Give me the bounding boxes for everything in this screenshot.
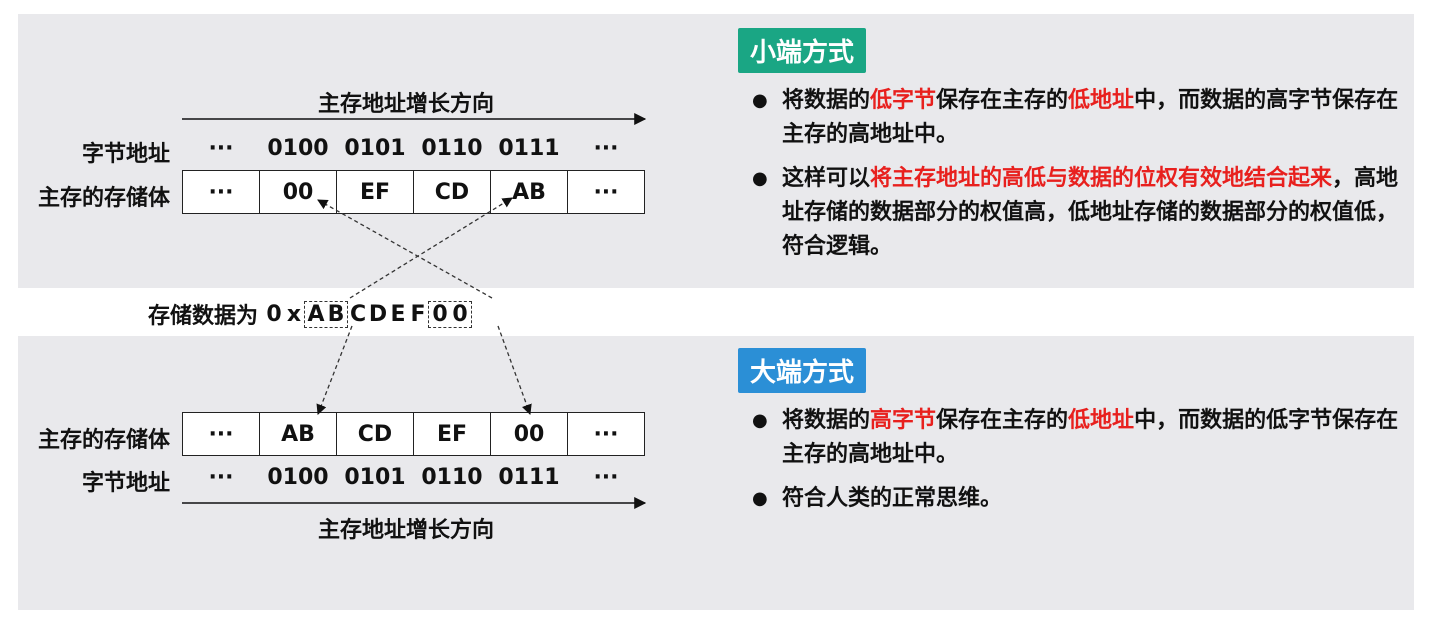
stored-data-line: 存储数据为 0 x A B C D E F 0 0 [148, 298, 473, 330]
text-span: ，高地址存储的数据部分的权值高，低地址存储的数据部分的权值低，符合逻辑。 [782, 166, 1399, 259]
text-span: 中，而数据的高字节保存在主存的高地址中。 [782, 88, 1399, 147]
highlight-span: 低地址 [1068, 408, 1135, 433]
hex-zero: 0 [266, 301, 282, 327]
stored-data-prefix: 存储数据为 [148, 304, 259, 329]
little-endian-bullet-2: 这样可以将主存地址的高低与数据的位权有效地结合起来，高地址存储的数据部分的权值高… [752, 162, 1402, 264]
highlight-span: 将主存地址的高低与数据的位权有效地结合起来 [870, 166, 1333, 191]
address-label: 0111 [498, 136, 560, 161]
text-span: 这样可以 [782, 166, 871, 191]
hex-digit: 0 [432, 301, 448, 327]
address-label: 0100 [267, 136, 329, 161]
address-label: 0110 [421, 465, 483, 490]
big-endian-bullet-2: 符合人类的正常思维。 [752, 482, 1402, 516]
highlight-span: 高字节 [870, 408, 937, 433]
memory-cell: CD [337, 413, 414, 455]
big-endian-bullets: 将数据的高字节保存在主存的低地址中，而数据的低字节保存在主存的高地址中。 符合人… [752, 404, 1402, 526]
address-label: 0111 [498, 465, 560, 490]
big-endian-badge: 大端方式 [738, 348, 867, 393]
memory-cell: ··· [593, 421, 619, 447]
top-addr-row-label: 字节地址 [81, 142, 170, 167]
memory-cell: AB [260, 413, 337, 455]
memory-cell: ··· [183, 171, 260, 213]
low-byte-box: 0 0 [428, 300, 473, 328]
address-label: 0101 [344, 136, 406, 161]
big-endian-bullet-1: 将数据的高字节保存在主存的低地址中，而数据的低字节保存在主存的高地址中。 [752, 404, 1402, 472]
text-span: 将数据的 [782, 408, 871, 433]
address-label: ··· [208, 465, 234, 490]
hex-digit: A [307, 301, 325, 327]
top-mem-row-label: 主存的存储体 [37, 186, 170, 211]
top-memory-row: ··· 00 EF CD AB ··· [182, 170, 645, 214]
memory-cell: 00 [260, 171, 337, 213]
big-endian-panel [18, 336, 1414, 610]
hex-digit: D [368, 301, 388, 327]
address-label: ··· [208, 136, 234, 161]
highlight-span: 低字节 [870, 88, 937, 113]
text-span: 保存在主存的 [936, 88, 1069, 113]
little-endian-badge: 小端方式 [738, 28, 867, 73]
little-endian-bullet-1: 将数据的低字节保存在主存的低地址中，而数据的高字节保存在主存的高地址中。 [752, 84, 1402, 152]
memory-cell: ··· [183, 413, 260, 455]
memory-cell: EF [414, 413, 491, 455]
address-label: 0101 [344, 465, 406, 490]
text-span: 将数据的 [782, 88, 871, 113]
hex-digit: E [390, 301, 406, 327]
memory-cell: ··· [593, 179, 619, 205]
bottom-memory-row: ··· AB CD EF 00 ··· [182, 412, 645, 456]
top-direction-label: 主存地址增长方向 [318, 92, 495, 117]
high-byte-box: A B [304, 300, 349, 328]
text-span: 中，而数据的低字节保存在主存的高地址中。 [782, 408, 1399, 467]
little-endian-bullets: 将数据的低字节保存在主存的低地址中，而数据的高字节保存在主存的高地址中。 这样可… [752, 84, 1402, 274]
hex-digit: F [410, 301, 426, 327]
hex-digit: C [349, 301, 367, 327]
address-label: 0100 [267, 465, 329, 490]
address-label: 0110 [421, 136, 483, 161]
memory-cell: EF [337, 171, 414, 213]
bottom-direction-label: 主存地址增长方向 [318, 518, 495, 543]
memory-cell: 00 [491, 413, 568, 455]
bottom-addr-row-label: 字节地址 [81, 471, 170, 496]
text-span: 保存在主存的 [936, 408, 1069, 433]
hex-x: x [286, 301, 302, 327]
hex-digit: B [327, 301, 345, 327]
bottom-mem-row-label: 主存的存储体 [37, 428, 170, 453]
memory-cell: AB [491, 171, 568, 213]
highlight-span: 低地址 [1068, 88, 1135, 113]
address-label: ··· [593, 136, 619, 161]
address-label: ··· [593, 465, 619, 490]
memory-cell: CD [414, 171, 491, 213]
hex-digit: 0 [452, 301, 468, 327]
